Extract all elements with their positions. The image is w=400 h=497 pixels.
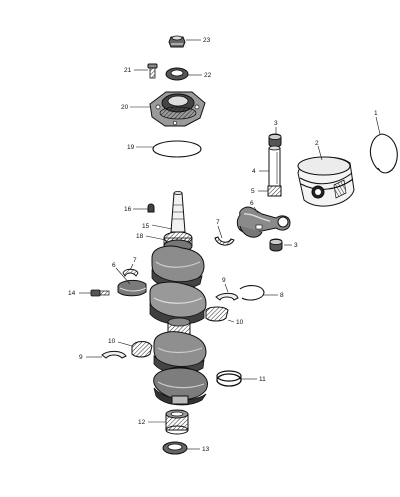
callout-2: 2 — [315, 140, 319, 147]
callout-4: 4 — [252, 168, 256, 175]
screw-part — [147, 63, 158, 79]
o-ring-part — [152, 140, 202, 158]
oil-seal-part — [165, 67, 189, 81]
callout-1: 1 — [374, 110, 378, 117]
callout-10-left: 10 — [108, 338, 116, 345]
bearing-half-left-lower-part — [101, 350, 127, 359]
bearing-half-right-part — [215, 292, 239, 301]
callout-9-left: 9 — [79, 354, 83, 361]
screw-left-part — [90, 289, 110, 297]
needle-bearing-lower-part — [269, 238, 283, 252]
callout-23: 19 — [127, 144, 135, 151]
nut-part — [168, 35, 186, 48]
callout-5: 5 — [251, 188, 255, 195]
callout-7-left: 7 — [133, 257, 137, 264]
callout-14: 14 — [68, 290, 76, 297]
lower-seal-part — [162, 441, 188, 455]
callout-3-upper: 3 — [274, 120, 278, 127]
leader-lines — [79, 39, 381, 450]
piston-ring-part — [369, 133, 398, 174]
callout-22: 18 — [136, 233, 144, 240]
callout-16: 16 — [124, 206, 132, 213]
bearing-cage-right-part — [205, 306, 229, 322]
callout-7-right: 7 — [216, 219, 220, 226]
piston-pin-part — [268, 145, 281, 187]
callout-13: 13 — [202, 446, 210, 453]
bearing-half-left-upper-part — [122, 268, 139, 277]
crankshaft-part — [149, 191, 208, 406]
callout-labels: 23 21 22 20 19 1 2 3 4 5 6 7 3 16 15 18 … — [68, 37, 378, 453]
callout-6-left: 6 — [112, 262, 116, 269]
bearing-cage-left-part — [131, 341, 153, 358]
callout-10-right: 10 — [236, 319, 244, 326]
callout-11: 11 — [259, 376, 266, 383]
callout-21: 23 — [203, 37, 211, 44]
roller-bearing-part — [165, 409, 189, 435]
piston-part — [297, 156, 355, 207]
needle-bearing-upper-part — [268, 133, 282, 148]
callout-20: 22 — [204, 72, 212, 79]
callout-6-right: 6 — [250, 200, 254, 207]
callout-19: 21 — [124, 67, 132, 74]
bearing-half-part — [214, 236, 235, 246]
retaining-ring-part — [239, 285, 265, 301]
callout-3-lower: 3 — [294, 242, 298, 249]
callout-12: 12 — [138, 419, 146, 426]
callout-8: 8 — [280, 292, 284, 299]
callout-9-right: 9 — [222, 277, 226, 284]
needle-cage-part — [267, 185, 282, 197]
callout-15: 15 — [142, 223, 150, 230]
end-cap-part — [149, 91, 206, 127]
connecting-rod-part — [236, 206, 291, 238]
bearing-race-left-part — [117, 279, 147, 297]
woodruff-key-part — [147, 203, 155, 213]
bearing-ring-lower-part — [216, 370, 242, 387]
callout-18: 20 — [121, 104, 129, 111]
